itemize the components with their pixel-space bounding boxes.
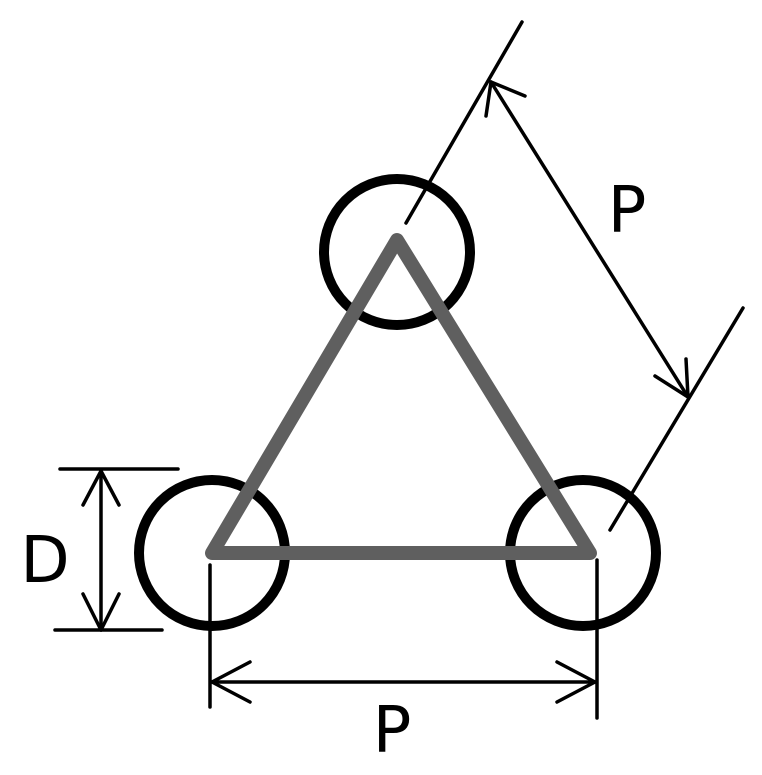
- side-top-extension-line: [404, 20, 524, 225]
- diameter-dimension: D: [20, 467, 180, 632]
- pitch-triangle: [205, 233, 597, 560]
- bottom-pitch-label: P: [373, 694, 412, 768]
- bottom-left-arrowhead: [210, 660, 252, 704]
- bottom-pitch-dimension: P: [208, 558, 599, 768]
- diameter-label: D: [20, 524, 69, 598]
- bottom-right-arrowhead: [555, 660, 597, 704]
- side-bottom-arrowhead: [653, 357, 690, 399]
- side-top-arrowhead: [484, 80, 527, 118]
- side-bottom-extension-line: [608, 306, 745, 532]
- side-dimension-line: [489, 80, 690, 399]
- side-pitch-label: P: [608, 174, 647, 248]
- top-circle: [319, 174, 475, 330]
- diameter-bottom-arrowhead: [81, 592, 121, 632]
- diameter-top-arrowhead: [81, 469, 121, 507]
- side-pitch-dimension: P: [404, 20, 745, 532]
